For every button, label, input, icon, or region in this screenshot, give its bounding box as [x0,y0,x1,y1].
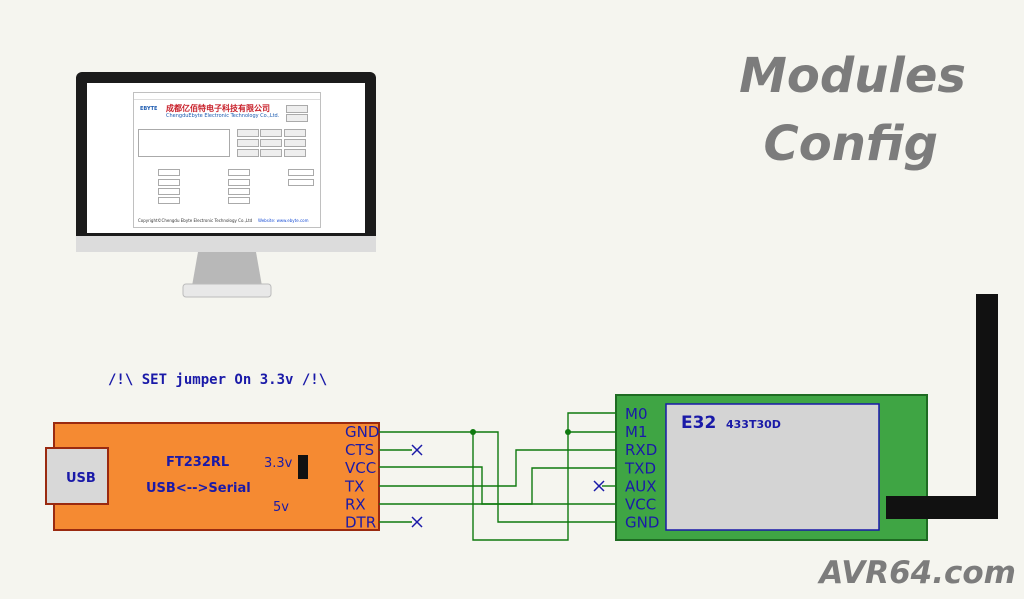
company-logo-text: 成都亿佰特电子科技有限公司 [166,104,270,113]
e32-shield [665,403,880,531]
e32-pin-txd: TXD [624,459,656,477]
e32-pin-aux: AUX [625,477,657,495]
ft232-pin-cts: CTS [345,441,374,459]
jumper-warning-note: /!\ SET jumper On 3.3v /!\ [108,372,327,388]
no-connect-marks [379,444,616,528]
window-button[interactable] [237,129,259,137]
window-button[interactable] [260,149,282,157]
company-subtitle: ChengduEbyte Electronic Technology Co.,L… [166,113,280,119]
window-button[interactable] [286,105,308,113]
e32-pin-gnd: GND [625,514,659,532]
software-footer: Copyright©Chengdu Ebyte Electronic Techn… [138,218,253,223]
usb-connector [45,447,109,505]
e32-pin-m0: M0 [625,405,648,423]
window-button[interactable] [286,114,308,122]
ft232-pin-vcc: VCC [345,459,376,477]
wiring [379,412,616,541]
title-line-2: Config [763,116,938,172]
usb-label: USB [66,471,96,486]
info-box [138,129,230,157]
window-button[interactable] [260,129,282,137]
ft232-pin-dtr: DTR [345,514,376,532]
param-select[interactable] [228,188,250,195]
brand-watermark: AVR64.com [819,555,1016,591]
window-button[interactable] [237,149,259,157]
ft232-chip-label: FT232RL [166,455,229,470]
usb-serial-label: USB<-->Serial [146,481,251,496]
param-select[interactable] [228,197,250,204]
window-button[interactable] [260,139,282,147]
antenna-icon [886,294,998,519]
window-button[interactable] [284,149,306,157]
ft232-board: USB FT232RL USB<-->Serial 3.3v 5v GNDCTS… [45,422,380,532]
title-line-1: Modules [739,48,966,104]
e32-name: E32 [681,413,716,433]
jumper-block [298,455,308,479]
wire-junctions [470,429,571,435]
window-button[interactable] [284,139,306,147]
param-select[interactable] [228,179,250,186]
e32-pin-rxd: RXD [625,441,657,459]
window-button[interactable] [237,139,259,147]
param-select[interactable] [228,169,250,176]
e32-pin-vcc: VCC [625,496,656,514]
ft232-pin-gnd: GND [345,423,379,441]
software-link[interactable]: Website: www.ebyte.com [258,218,309,223]
e32-model: 433T30D [726,418,781,431]
param-select[interactable] [158,188,180,195]
e32-pin-m1: M1 [625,423,648,441]
param-input[interactable] [288,179,314,186]
voltage-33-label: 3.3v [264,456,293,471]
param-select[interactable] [158,179,180,186]
param-input[interactable] [288,169,314,176]
param-select[interactable] [158,169,180,176]
window-titlebar [134,93,320,100]
param-select[interactable] [158,197,180,204]
voltage-5-label: 5v [273,500,289,515]
config-software-window: EBYTE 成都亿佰特电子科技有限公司 ChengduEbyte Electro… [133,92,321,228]
ft232-pin-tx: TX [344,477,364,495]
ft232-pin-rx: RX [345,495,366,513]
window-button[interactable] [284,129,306,137]
ebyte-logo: EBYTE [140,106,158,112]
